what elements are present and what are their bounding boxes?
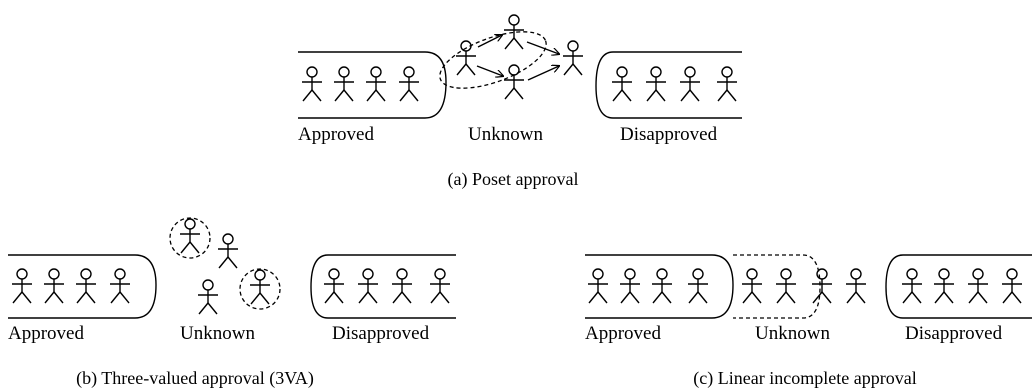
approved-region	[585, 254, 734, 319]
stick-figure-icon	[218, 233, 238, 269]
poset-arrows	[476, 35, 559, 81]
stick-figure-icon	[366, 66, 386, 102]
stick-figure-icon	[302, 66, 322, 102]
disapproved-region	[885, 254, 1032, 319]
disapproved-label: Disapproved	[620, 124, 718, 145]
stick-figure-icon	[688, 268, 708, 304]
caption-a: (a) Poset approval	[448, 169, 579, 190]
stick-figure-icon	[250, 269, 270, 305]
approved-label: Approved	[8, 323, 84, 344]
arrow-icon	[527, 66, 559, 81]
unknown-label: Unknown	[468, 124, 543, 145]
arrow-icon	[477, 35, 502, 48]
stick-figure-icon	[652, 268, 672, 304]
approved-region	[8, 254, 157, 319]
disapproved-figures	[324, 268, 450, 304]
stick-figure-icon	[198, 279, 218, 315]
caption-b: (b) Three-valued approval (3VA)	[76, 368, 314, 389]
stick-figure-icon	[776, 268, 796, 304]
stick-figure-icon	[392, 268, 412, 304]
disapproved-label: Disapproved	[905, 323, 1003, 344]
stick-figure-icon	[110, 268, 130, 304]
stick-figure-icon	[334, 66, 354, 102]
caption-c: (c) Linear incomplete approval	[693, 368, 916, 389]
dashed-circle	[239, 268, 281, 310]
stick-figure-icon	[358, 268, 378, 304]
approved-figures	[302, 66, 419, 102]
dashed-circle	[169, 217, 211, 259]
stick-figure-icon	[324, 268, 344, 304]
approved-figures	[588, 268, 708, 304]
stick-figure-icon	[563, 40, 583, 76]
panel-b: Approved Unknown Disapproved (b) Three-v…	[8, 217, 456, 389]
stick-figure-icon	[504, 14, 524, 50]
disapproved-figures	[612, 66, 737, 102]
disapproved-label: Disapproved	[332, 323, 430, 344]
stick-figure-icon	[44, 268, 64, 304]
stick-figure-icon	[812, 268, 832, 304]
approved-label: Approved	[585, 323, 661, 344]
stick-figure-icon	[934, 268, 954, 304]
stick-figure-icon	[1002, 268, 1022, 304]
unknown-figures	[742, 268, 866, 304]
stick-figure-icon	[180, 218, 200, 254]
stick-figure-icon	[742, 268, 762, 304]
stick-figure-icon	[76, 268, 96, 304]
stick-figure-icon	[612, 66, 632, 102]
panel-a: Approved Unknown Disapproved (a) Poset a…	[298, 14, 742, 190]
stick-figure-icon	[902, 268, 922, 304]
panel-c: Approved Unknown Disapproved (c) Linear …	[585, 254, 1032, 389]
stick-figure-icon	[846, 268, 866, 304]
stick-figure-icon	[12, 268, 32, 304]
stick-figure-icon	[430, 268, 450, 304]
stick-figure-icon	[588, 268, 608, 304]
arrow-icon	[476, 65, 503, 76]
stick-figure-icon	[646, 66, 666, 102]
stick-figure-icon	[504, 64, 524, 100]
stick-figure-icon	[399, 66, 419, 102]
approved-figures	[12, 268, 130, 304]
stick-figure-icon	[680, 66, 700, 102]
approved-label: Approved	[298, 124, 374, 145]
disapproved-region	[310, 254, 456, 319]
unknown-figures	[456, 14, 583, 100]
stick-figure-icon	[968, 268, 988, 304]
disapproved-region	[595, 51, 742, 119]
stick-figure-icon	[456, 40, 476, 76]
unknown-figures	[180, 218, 270, 315]
approved-region	[298, 51, 447, 119]
stick-figure-icon	[717, 66, 737, 102]
stick-figure-icon	[620, 268, 640, 304]
unknown-label: Unknown	[180, 323, 255, 344]
disapproved-figures	[902, 268, 1022, 304]
arrow-icon	[526, 41, 559, 54]
unknown-dashed-region	[733, 254, 821, 319]
poset-chain-ellipse	[439, 31, 547, 89]
unknown-label: Unknown	[755, 323, 830, 344]
